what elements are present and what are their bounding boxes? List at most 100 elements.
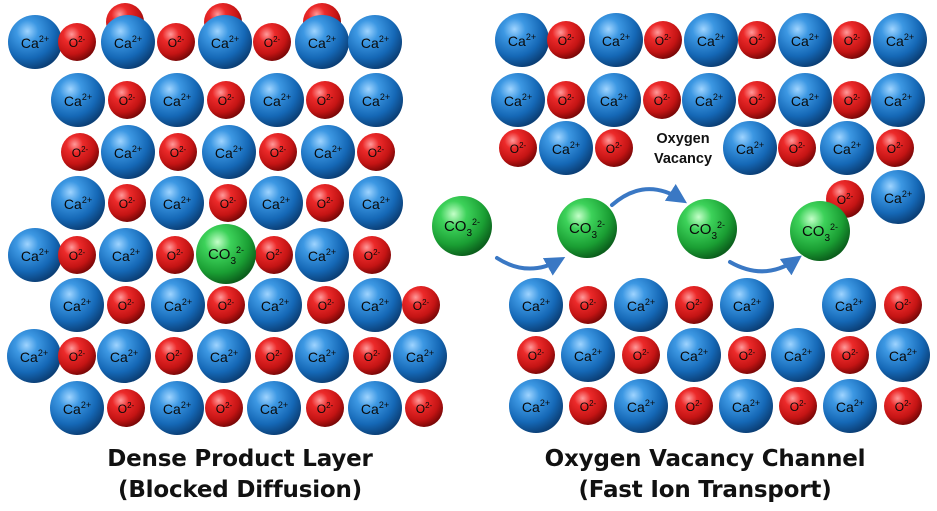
- oxide-ion: O2-: [58, 337, 96, 375]
- carbonate-ion: CO32-: [557, 198, 617, 258]
- ion-label: O2-: [895, 298, 912, 313]
- calcium-ion: Ca2+: [7, 329, 61, 383]
- ion-label: Ca2+: [522, 297, 550, 314]
- transport-arrows: [495, 183, 802, 276]
- calcium-ion: Ca2+: [771, 328, 825, 382]
- ion-label: CO32-: [444, 217, 480, 239]
- ion-label: Ca2+: [308, 34, 336, 51]
- ion-label: O2-: [218, 298, 235, 313]
- ion-label: Ca2+: [308, 247, 336, 264]
- oxide-ion: O2-: [884, 387, 922, 425]
- ion-label: CO32-: [208, 245, 244, 267]
- ion-label: Ca2+: [63, 400, 91, 417]
- ion-label: Ca2+: [362, 92, 390, 109]
- ion-label: Ca2+: [64, 92, 92, 109]
- ion-label: Ca2+: [21, 247, 49, 264]
- ion-label: Ca2+: [833, 140, 861, 157]
- calcium-ion: Ca2+: [50, 278, 104, 332]
- calcium-ion: Ca2+: [248, 278, 302, 332]
- oxide-ion: O2-: [107, 286, 145, 324]
- oxide-ion: O2-: [547, 81, 585, 119]
- ion-label: O2-: [528, 348, 545, 363]
- oxide-ion: O2-: [405, 389, 443, 427]
- calcium-ion: Ca2+: [349, 176, 403, 230]
- calcium-ion: Ca2+: [348, 15, 402, 69]
- calcium-ion: Ca2+: [614, 278, 668, 332]
- oxide-ion: O2-: [738, 81, 776, 119]
- ion-label: O2-: [558, 33, 575, 48]
- ion-label: Ca2+: [736, 140, 764, 157]
- ion-label: O2-: [170, 145, 187, 160]
- ion-label: CO32-: [569, 219, 605, 241]
- ion-label: O2-: [837, 192, 854, 207]
- ion-label: O2-: [167, 248, 184, 263]
- ion-label: Ca2+: [163, 92, 191, 109]
- ion-label: Ca2+: [112, 247, 140, 264]
- ion-label: Ca2+: [508, 32, 536, 49]
- oxide-ion: O2-: [675, 387, 713, 425]
- calcium-ion: Ca2+: [8, 228, 62, 282]
- ion-label: O2-: [317, 401, 334, 416]
- ion-label: O2-: [686, 298, 703, 313]
- oxygen-vacancy-channel-title: Oxygen Vacancy Channel: [544, 446, 866, 472]
- calcium-ion: Ca2+: [876, 328, 930, 382]
- ion-label: O2-: [69, 35, 86, 50]
- ion-label: O2-: [413, 298, 430, 313]
- oxygen-vacancy-label: Oxygen Vacancy: [618, 129, 748, 169]
- oxide-ion: O2-: [253, 23, 291, 61]
- ion-label: Ca2+: [791, 92, 819, 109]
- ion-label: O2-: [558, 93, 575, 108]
- ion-label: Ca2+: [697, 32, 725, 49]
- oxide-ion: O2-: [207, 286, 245, 324]
- ion-label: Ca2+: [64, 195, 92, 212]
- ion-label: CO32-: [689, 220, 725, 242]
- ion-label: O2-: [580, 298, 597, 313]
- ion-label: O2-: [844, 33, 861, 48]
- ion-label: O2-: [368, 145, 385, 160]
- ion-label: Ca2+: [680, 347, 708, 364]
- dense-product-layer-caption: Dense Product Layer (Blocked Diffusion): [30, 444, 450, 506]
- ion-label: O2-: [655, 33, 672, 48]
- calcium-ion: Ca2+: [778, 13, 832, 67]
- ion-label: Ca2+: [574, 347, 602, 364]
- calcium-ion: Ca2+: [684, 13, 738, 67]
- ion-label: Ca2+: [627, 297, 655, 314]
- dense-product-layer-subtitle: (Blocked Diffusion): [118, 477, 362, 503]
- ion-label: O2-: [69, 248, 86, 263]
- ion-label: O2-: [118, 298, 135, 313]
- ion-label: O2-: [119, 196, 136, 211]
- ion-label: Ca2+: [695, 92, 723, 109]
- oxide-ion: O2-: [255, 337, 293, 375]
- ion-label: Ca2+: [361, 297, 389, 314]
- dense-product-layer-lattice: O2-O2-O2-Ca2+O2-Ca2+O2-Ca2+O2-Ca2+O2-Ca2…: [7, 3, 447, 435]
- oxygen-vacancy-channel-lattice: Ca2+O2-Ca2+O2-Ca2+O2-Ca2+O2-Ca2+Ca2+O2-C…: [491, 13, 930, 433]
- calcium-ion: Ca2+: [495, 13, 549, 67]
- calcium-ion: Ca2+: [101, 125, 155, 179]
- oxygen-vacancy-channel-caption: Oxygen Vacancy Channel (Fast Ion Transpo…: [495, 444, 915, 506]
- oxide-ion: O2-: [499, 129, 537, 167]
- dense-product-layer-title: Dense Product Layer: [107, 446, 373, 472]
- ion-label: O2-: [844, 93, 861, 108]
- ion-label: Ca2+: [21, 34, 49, 51]
- ion-label: O2-: [654, 93, 671, 108]
- calcium-ion: Ca2+: [587, 73, 641, 127]
- ion-label: O2-: [118, 401, 135, 416]
- calcium-ion: Ca2+: [723, 121, 777, 175]
- ion-label: Ca2+: [627, 398, 655, 415]
- calcium-ion: Ca2+: [197, 329, 251, 383]
- calcium-ion: Ca2+: [301, 125, 355, 179]
- ion-label: O2-: [317, 196, 334, 211]
- calcium-ion: Ca2+: [295, 228, 349, 282]
- oxide-ion: O2-: [306, 184, 344, 222]
- carbonate-ions: CO32- CO32- CO32- CO32- CO32-: [196, 196, 850, 284]
- calcium-ion: Ca2+: [249, 176, 303, 230]
- ion-label: O2-: [266, 349, 283, 364]
- oxide-ion: O2-: [307, 286, 345, 324]
- oxide-ion: O2-: [622, 336, 660, 374]
- carbonate-ion: CO32-: [790, 201, 850, 261]
- oxide-ion: O2-: [306, 389, 344, 427]
- ion-label: O2-: [364, 248, 381, 263]
- ion-label: Ca2+: [836, 398, 864, 415]
- calcium-ion: Ca2+: [491, 73, 545, 127]
- oxide-ion: O2-: [833, 81, 871, 119]
